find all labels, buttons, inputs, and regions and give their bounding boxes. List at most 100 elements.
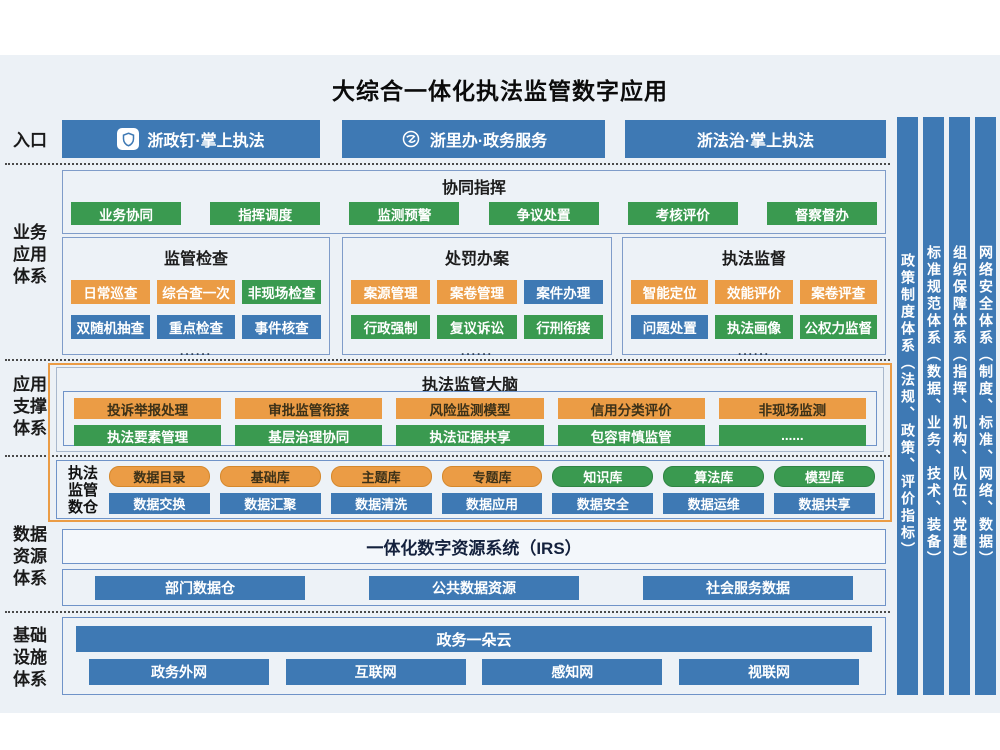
brain-module-button[interactable]: 基层治理协同 [235,425,383,446]
system-pillar: 组织保障体系（指挥、机构、队伍、党建） [949,117,970,695]
separator [5,611,890,613]
command-box: 协同指挥 业务协同 指挥调度 监测预警 争议处置 考核评价 督察督办 [62,170,886,234]
warehouse-library-button[interactable]: 算法库 [663,466,765,487]
button-row: 双随机抽查重点检查事件核查 [71,315,321,339]
module-button[interactable]: 执法画像 [715,315,793,339]
brain-module-button[interactable]: 投诉举报处理 [74,398,222,419]
section-label-data: 数据资源体系 [13,525,47,588]
brain-module-button[interactable]: ...... [718,425,866,446]
entry-button-zhengding[interactable]: 浙政钉·掌上执法 [62,120,320,158]
module-button[interactable]: 智能定位 [631,280,709,304]
module-button[interactable]: 事件核查 [242,315,321,339]
entry-button-label: 浙政钉·掌上执法 [147,133,265,150]
module-button[interactable]: 行刑衔接 [523,315,603,339]
warehouse-label: 执法监管数仓 [67,465,98,516]
command-button[interactable]: 业务协同 [71,202,181,225]
warehouse-data-button[interactable]: 数据清洗 [330,493,432,514]
button-row: 日常巡查综合查一次非现场检查 [71,280,321,304]
business-box-title: 处罚办案 [444,251,509,268]
warehouse-library-button[interactable]: 主题库 [330,466,432,487]
entry-button-zheliban[interactable]: 浙里办·政务服务 [342,120,605,158]
brain-module-button[interactable]: 执法证据共享 [396,425,544,446]
module-button[interactable]: 日常巡查 [71,280,150,304]
warehouse-data-button[interactable]: 数据汇聚 [219,493,321,514]
module-button[interactable]: 复议诉讼 [437,315,517,339]
separator [5,359,890,361]
page-title: 大综合一体化执法监管数字应用 [332,78,668,104]
brain-module-button[interactable]: 审批监管衔接 [235,398,383,419]
command-box-title: 协同指挥 [441,180,506,197]
command-button[interactable]: 争议处置 [488,202,599,225]
entry-button-zhefazhi[interactable]: 浙法治·掌上执法 [625,120,886,158]
command-buttons: 业务协同 指挥调度 监测预警 争议处置 考核评价 督察督办 [71,202,877,225]
module-button[interactable]: 非现场检查 [242,280,321,304]
irs-box: 一体化数字资源系统（IRS） [62,529,886,564]
module-button[interactable]: 案卷评查 [799,280,877,304]
module-button[interactable]: 综合查一次 [156,280,236,304]
brain-module-button[interactable]: 非现场监测 [718,398,866,419]
brain-module-button[interactable]: 信用分类评价 [557,398,705,419]
system-pillar: 网络安全体系（制度、标准、网络、数据） [975,117,996,695]
infrastructure-box: 政务一朵云 政务外网互联网感知网视联网 [62,617,886,695]
entry-button-label: 浙里办·政务服务 [429,133,548,150]
irs-title: 一体化数字资源系统（IRS） [366,539,582,558]
warehouse-library-button[interactable]: 模型库 [774,466,875,487]
warehouse-data-button[interactable]: 数据应用 [441,493,543,514]
brain-module-button[interactable]: 执法要素管理 [74,425,222,446]
brain-module-button[interactable]: 包容审慎监管 [557,425,705,446]
command-button[interactable]: 监测预警 [349,202,460,225]
business-box-title: 监管检查 [163,251,228,268]
warehouse-library-button[interactable]: 知识库 [552,466,654,487]
warehouse-library-button[interactable]: 数据目录 [109,466,210,487]
more-dots: ...... [460,344,493,358]
module-button[interactable]: 案件办理 [523,280,603,304]
brain-module-button[interactable]: 风险监测模型 [396,398,544,419]
warehouse-data-button[interactable]: 数据共享 [774,493,875,514]
warehouse-box: 执法监管数仓 数据目录基础库主题库专题库知识库算法库模型库数据交换数据汇聚数据清… [56,460,884,519]
warehouse-library-button[interactable]: 基础库 [219,466,321,487]
network-button[interactable]: 政务外网 [89,659,269,685]
button-row: 案源管理案卷管理案件办理 [351,280,603,304]
business-box-title: 执法监督 [721,251,786,268]
data-source-button[interactable]: 部门数据仓 [95,575,305,600]
network-button[interactable]: 视联网 [678,659,859,685]
section-label-entry: 入口 [13,131,47,150]
data-source-button[interactable]: 公共数据资源 [369,575,579,600]
data-sources-box: 部门数据仓 公共数据资源 社会服务数据 [62,569,886,606]
button-row: 行政强制复议诉讼行刑衔接 [351,315,603,339]
system-pillar: 政策制度体系（法规、政策、评价指标） [897,117,918,695]
button-row: 问题处置执法画像公权力监督 [631,315,877,339]
gov-cloud-bar[interactable]: 政务一朵云 [76,626,872,652]
system-pillar: 标准规范体系（数据、业务、技术、装备） [923,117,944,695]
module-button[interactable]: 案卷管理 [437,280,517,304]
command-button[interactable]: 督察督办 [766,202,877,225]
warehouse-library-button[interactable]: 专题库 [441,466,543,487]
warehouse-data-button[interactable]: 数据运维 [663,493,765,514]
command-button[interactable]: 指挥调度 [210,202,321,225]
separator [5,455,890,457]
swoosh-circle-icon [400,128,422,150]
module-button[interactable]: 效能评价 [715,280,793,304]
network-button[interactable]: 互联网 [285,659,466,685]
warehouse-grid: 数据目录基础库主题库专题库知识库算法库模型库数据交换数据汇聚数据清洗数据应用数据… [109,466,875,514]
more-dots: ...... [737,344,770,358]
module-button[interactable]: 公权力监督 [799,315,877,339]
network-button[interactable]: 感知网 [482,659,663,685]
warehouse-data-button[interactable]: 数据安全 [552,493,654,514]
module-button[interactable]: 行政强制 [351,315,431,339]
section-label-business: 业务应用体系 [13,223,47,286]
more-dots: ...... [179,344,212,358]
data-source-button[interactable]: 社会服务数据 [643,575,853,600]
module-button[interactable]: 重点检查 [156,315,236,339]
warehouse-data-button[interactable]: 数据交换 [109,493,210,514]
section-label-support: 应用支撑体系 [13,375,47,438]
shield-badge-icon [117,128,140,150]
module-button[interactable]: 双随机抽查 [71,315,150,339]
module-button[interactable]: 案源管理 [351,280,431,304]
entry-button-label: 浙法治·掌上执法 [696,133,815,150]
module-button[interactable]: 问题处置 [631,315,709,339]
separator [5,163,890,165]
button-row: 智能定位效能评价案卷评查 [631,280,877,304]
business-box: 监管检查日常巡查综合查一次非现场检查双随机抽查重点检查事件核查...... [62,237,330,358]
command-button[interactable]: 考核评价 [627,202,738,225]
